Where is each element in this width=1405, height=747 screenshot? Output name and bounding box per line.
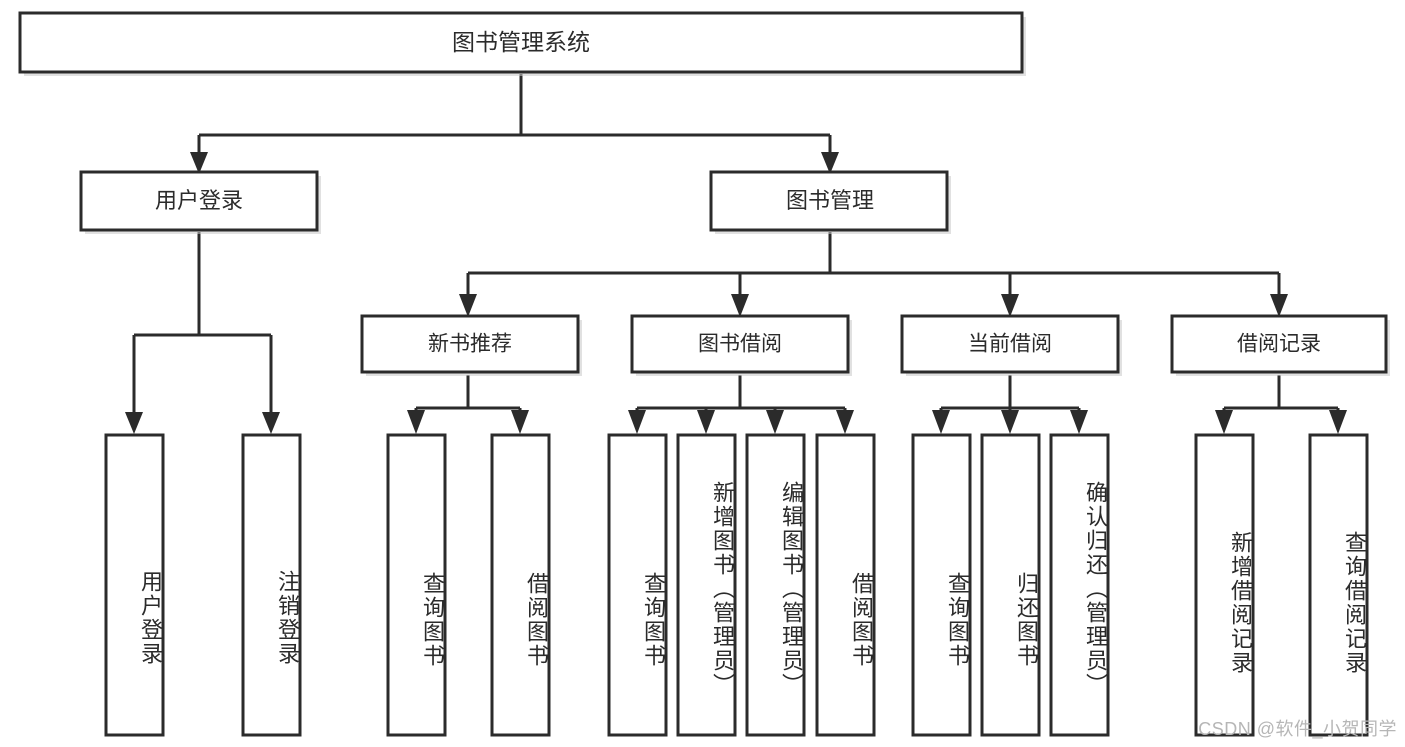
arrow-to-new-book-recommend <box>459 294 477 317</box>
arrow-leaf-edit-book <box>766 410 784 434</box>
node-borrow-record[interactable]: 借阅记录 <box>1170 314 1390 376</box>
arrow-to-borrow-record <box>1270 294 1288 317</box>
leaf-box-confirm-return[interactable] <box>1049 433 1110 737</box>
node-current-borrow[interactable]: 当前借阅 <box>900 314 1122 376</box>
book-borrow-label: 图书借阅 <box>698 333 782 356</box>
arrow-to-current-borrow <box>1001 294 1019 317</box>
arrow-to-book-management <box>821 152 839 174</box>
leaf-box-borrow-book-2[interactable] <box>815 433 876 737</box>
arrow-to-user-login <box>190 152 208 174</box>
node-root[interactable]: 图书管理系统 <box>18 11 1026 76</box>
connector-layer <box>125 74 1347 434</box>
leaf-box-user-logout[interactable] <box>241 433 302 737</box>
node-book-management[interactable]: 图书管理 <box>709 170 951 234</box>
leaf-box-query-book-3[interactable] <box>911 433 972 737</box>
arrow-leaf-user-logout <box>262 412 280 434</box>
leaf-box-user-login[interactable] <box>104 433 165 737</box>
book-borrow-box <box>630 314 850 374</box>
leaf-box-borrow-book-1[interactable] <box>490 433 551 737</box>
arrow-leaf-borrow-book-1 <box>511 410 529 434</box>
node-user-login[interactable]: 用户登录 <box>79 170 321 234</box>
user-login-label: 用户登录 <box>155 188 243 213</box>
book-management-label: 图书管理 <box>786 188 874 213</box>
leaf-box-add-record[interactable] <box>1194 433 1255 737</box>
book-management-box <box>709 170 949 232</box>
arrow-leaf-query-book-1 <box>407 410 425 434</box>
csdn-watermark: CSDN @软件_小贺同学 <box>1198 719 1397 739</box>
leaf-layer <box>104 433 1369 737</box>
current-borrow-label: 当前借阅 <box>968 333 1052 356</box>
borrow-record-box <box>1170 314 1388 374</box>
arrow-leaf-query-book-3 <box>932 410 950 434</box>
arrow-leaf-add-book <box>697 410 715 434</box>
arrow-leaf-add-record <box>1215 410 1233 434</box>
current-borrow-box <box>900 314 1120 374</box>
leaf-box-return-book[interactable] <box>980 433 1041 737</box>
root-label: 图书管理系统 <box>452 29 590 55</box>
new-book-recommend-box <box>360 314 580 374</box>
leaf-box-query-record[interactable] <box>1308 433 1369 737</box>
leaf-box-query-book-2[interactable] <box>607 433 668 737</box>
leaf-box-edit-book[interactable] <box>745 433 806 737</box>
leaf-box-add-book[interactable] <box>676 433 737 737</box>
new-book-recommend-label: 新书推荐 <box>428 333 512 356</box>
arrow-leaf-return-book <box>1001 410 1019 434</box>
leaf-box-query-book-1[interactable] <box>386 433 447 737</box>
arrow-leaf-confirm-return <box>1070 410 1088 434</box>
arrow-leaf-query-record <box>1329 410 1347 434</box>
node-new-book-recommend[interactable]: 新书推荐 <box>360 314 582 376</box>
arrow-leaf-borrow-book-2 <box>836 410 854 434</box>
borrow-record-label: 借阅记录 <box>1237 333 1321 356</box>
root-box <box>18 11 1024 74</box>
user-login-box <box>79 170 319 232</box>
node-book-borrow[interactable]: 图书借阅 <box>630 314 852 376</box>
arrow-to-book-borrow <box>731 294 749 317</box>
arrow-leaf-user-login <box>125 412 143 434</box>
arrow-leaf-query-book-2 <box>628 410 646 434</box>
